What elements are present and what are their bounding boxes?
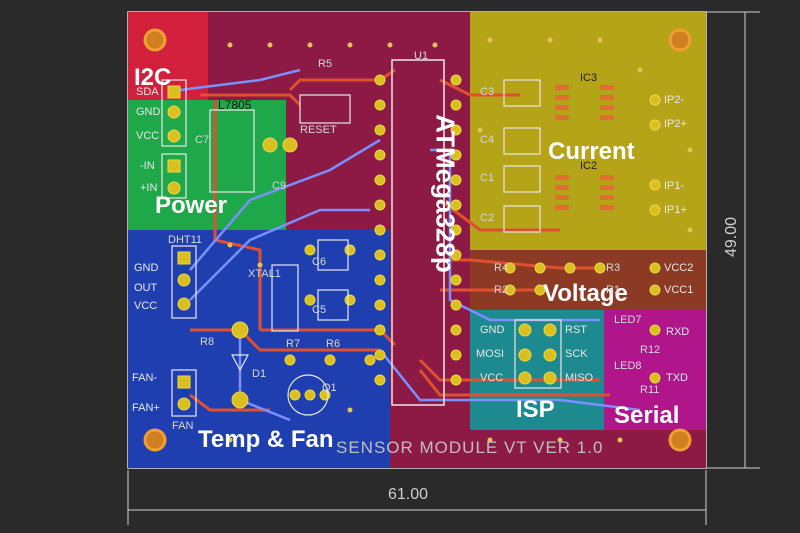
designator-ic2: IC2 — [580, 160, 598, 172]
pin-ip1-pos: IP1+ — [664, 204, 687, 216]
pin-rxd: RXD — [666, 326, 690, 338]
region-power — [128, 100, 286, 230]
pin-vcc1: VCC1 — [664, 284, 694, 296]
designator-xtal: XTAL1 — [248, 268, 281, 280]
designator-c2: C2 — [480, 212, 495, 224]
pin-isp-vcc: VCC — [480, 372, 504, 384]
designator-ic3: IC3 — [580, 72, 598, 84]
pin-i2c-sda: SDA — [136, 86, 159, 98]
pin-dht-gnd: GND — [134, 262, 159, 274]
designator-d1: D1 — [252, 368, 267, 380]
region-isp — [470, 310, 604, 430]
pin-power-pos: +IN — [140, 182, 158, 194]
designator-c7: C7 — [195, 134, 210, 146]
designator-c3: C3 — [480, 86, 495, 98]
designator-r7: R7 — [286, 338, 301, 350]
designator-r11: R11 — [640, 384, 660, 396]
designator-r2: R2 — [494, 284, 509, 296]
height-dimension: 49.00 — [723, 216, 741, 258]
component-outlines — [161, 79, 562, 417]
pin-dht-out: OUT — [134, 282, 158, 294]
dimension-lines — [127, 11, 760, 525]
label-temp-fan: Temp & Fan — [198, 426, 334, 453]
pin-i2c-vcc: VCC — [136, 130, 160, 142]
pin-txd: TXD — [666, 372, 688, 384]
designator-c5: C5 — [312, 304, 327, 316]
pin-i2c-gnd: GND — [136, 106, 161, 118]
pin-power-neg: -IN — [140, 160, 155, 172]
designator-reset: RESET — [300, 124, 337, 136]
designator-c4: C4 — [480, 134, 495, 146]
designator-fan: FAN — [172, 420, 194, 432]
label-current: Current — [548, 138, 635, 165]
region-voltage — [470, 250, 706, 310]
label-power: Power — [155, 192, 228, 219]
pin-isp-sck: SCK — [565, 348, 588, 360]
designator-dht11: DHT11 — [168, 234, 203, 246]
designator-c1: C1 — [480, 172, 495, 184]
designator-r8: R8 — [200, 336, 215, 348]
pin-fan-pos: FAN+ — [132, 402, 160, 414]
pin-isp-mosi: MOSI — [476, 348, 505, 360]
width-dimension: 61.00 — [388, 486, 429, 503]
designator-l7805: L7805 — [218, 98, 252, 112]
label-i2c: I2C — [134, 64, 172, 91]
designator-r5: R5 — [318, 58, 333, 70]
designator-r4: R4 — [494, 262, 509, 274]
designator-c9: C9 — [272, 180, 287, 192]
region-current — [470, 12, 706, 250]
designator-q1: Q1 — [322, 382, 337, 394]
pin-ip2-pos: IP2+ — [664, 118, 687, 130]
mcu-chip-outline — [391, 59, 445, 406]
label-voltage: Voltage — [543, 280, 628, 307]
designator-r1: R1 — [606, 284, 621, 296]
pin-isp-miso: MISO — [565, 372, 594, 384]
pin-ip2-neg: IP2- — [664, 94, 685, 106]
designator-r3: R3 — [606, 262, 621, 274]
label-serial: Serial — [614, 402, 680, 429]
designator-u1: U1 — [414, 50, 429, 62]
designator-led7: LED7 — [614, 314, 642, 326]
mounting-holes — [143, 28, 692, 452]
board-title: SENSOR MODULE VT VER 1.0 — [336, 438, 604, 457]
pin-dht-vcc: VCC — [134, 300, 158, 312]
pin-fan-neg: FAN- — [132, 372, 158, 384]
designator-r12: R12 — [640, 344, 661, 356]
pin-ip1-neg: IP1- — [664, 180, 685, 192]
mcu-pins — [374, 74, 462, 386]
header-pins — [167, 85, 661, 411]
designator-c6: C6 — [312, 256, 327, 268]
pin-isp-gnd: GND — [480, 324, 505, 336]
region-mcu-bottom — [390, 430, 706, 468]
label-isp: ISP — [516, 396, 555, 423]
vias — [227, 37, 693, 443]
label-mcu: ATMega328p — [430, 114, 461, 273]
designator-led8: LED8 — [614, 360, 642, 372]
designator-r6: R6 — [326, 338, 341, 350]
pin-vcc2: VCC2 — [664, 262, 694, 274]
pin-isp-rst: RST — [565, 324, 587, 336]
smd-pads — [555, 85, 614, 210]
